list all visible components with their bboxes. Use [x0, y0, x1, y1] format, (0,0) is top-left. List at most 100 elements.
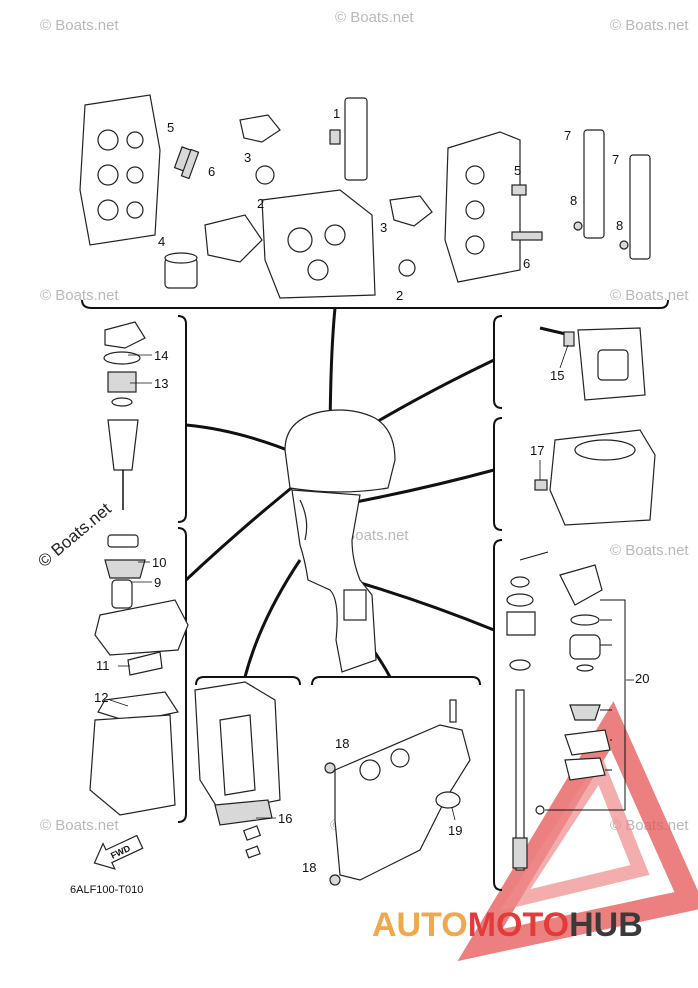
callout-5: 5 [514, 163, 521, 178]
callout-7: 7 [612, 152, 619, 167]
callout-4: 4 [158, 234, 165, 249]
bracket-bottom-mid [311, 676, 481, 686]
sensor-1 [329, 129, 341, 145]
callout-8: 8 [570, 193, 577, 208]
callout-14: 14 [154, 348, 168, 363]
callout-15: 15 [550, 368, 564, 383]
callout-16: 16 [278, 811, 292, 826]
watermark-large: © Boats.net [34, 499, 115, 571]
callout-18: 18 [302, 860, 316, 875]
outboard-motor [284, 409, 396, 673]
brand-logo: AUTOMOTOHUB [372, 701, 698, 962]
drain-plug-18-bottom [329, 874, 341, 886]
gasket-10 [104, 559, 146, 579]
impeller-housing-insert [569, 634, 601, 660]
callout-12: 12 [94, 690, 108, 705]
callout-1: 1 [333, 106, 340, 121]
thermostat-cover-right [389, 195, 433, 227]
engine-top-group [79, 94, 651, 299]
callout-3: 3 [244, 150, 251, 165]
gasket-15 [563, 331, 575, 347]
outboard-midsection [291, 489, 377, 673]
outer-plate [564, 729, 611, 756]
bracket-left-upper [177, 315, 187, 523]
exhaust-cover-group [539, 326, 646, 401]
outboard-clamp [299, 499, 308, 541]
thermostat-left [255, 165, 275, 185]
thermostat-right [398, 259, 416, 277]
o-ring-14 [103, 351, 141, 365]
fuel-filter-group [103, 321, 146, 510]
spark-plug-right-6 [511, 231, 543, 241]
float-9 [111, 579, 133, 609]
callout-19: 19 [448, 823, 462, 838]
bracket-right-bottom [493, 539, 503, 891]
callout-9: 9 [154, 575, 161, 590]
thermostat-cover-left [239, 114, 281, 143]
bracket-part-20 [612, 599, 626, 811]
bearing-housing [506, 611, 536, 636]
upper-casing-group [194, 681, 281, 859]
callout-8: 8 [616, 218, 623, 233]
callout-labels: 1 2 2 3 3 4 5 5 6 6 7 7 8 8 9 10 11 12 1… [94, 106, 649, 875]
water-pump-housing [559, 564, 603, 606]
callout-13: 13 [154, 376, 168, 391]
logo-triangle-outer [457, 701, 698, 962]
vapor-separator-top [94, 599, 189, 656]
callout-20: 20 [635, 671, 649, 686]
callout-leaders [109, 344, 634, 821]
drain-plug-18-top [324, 762, 336, 774]
callout-10: 10 [152, 555, 166, 570]
pump-gasket [564, 757, 606, 781]
drive-shaft-spline [512, 837, 528, 869]
power-unit-group [534, 429, 656, 526]
group-brackets [81, 299, 669, 891]
vapor-separator-body [89, 714, 176, 816]
bracket-left-lower [177, 527, 187, 823]
fuel-filter-bowl [107, 419, 139, 471]
gasket-strip-1 [344, 97, 368, 181]
engine-block [261, 189, 376, 299]
outboard-lowercase-window [343, 589, 367, 621]
bolt-8b [619, 240, 629, 250]
fuel-filter-cap [104, 321, 146, 349]
watermark: © Boats.net [40, 17, 119, 34]
vapor-separator-group: FWD [89, 534, 189, 870]
callout-5: 5 [167, 120, 174, 135]
exhaust-strip-7b [629, 154, 651, 260]
impeller [569, 704, 601, 721]
fwd-arrow: FWD [93, 834, 144, 870]
logo-triangle-inner [499, 754, 650, 911]
anode-17 [534, 479, 548, 491]
spark-plug-right-5 [511, 184, 527, 196]
watermark: © Boats.net [610, 17, 689, 34]
watermark: © Boats.net [610, 287, 689, 304]
exhaust-strip-7a [583, 129, 605, 239]
bracket-top [81, 299, 669, 309]
callout-11: 11 [96, 658, 110, 673]
callout-7: 7 [564, 128, 571, 143]
cylinder-head-left [79, 94, 161, 246]
watermark: © Boats.net [40, 287, 119, 304]
callout-17: 17 [530, 443, 544, 458]
callout-18: 18 [335, 736, 349, 751]
bracket-right-mid [493, 417, 503, 531]
clip-11 [127, 651, 163, 676]
watermark: © Boats.net [40, 817, 119, 834]
bracket-bottom-left [195, 676, 301, 686]
lower-unit-bolt [449, 699, 457, 723]
callout-3: 3 [380, 220, 387, 235]
bolt-8a [573, 221, 583, 231]
watermark: © Boats.net [335, 9, 414, 26]
bracket-right-top [493, 315, 503, 409]
drawing-code: 6ALF100-T010 [70, 884, 143, 896]
lower-unit-group [324, 699, 471, 886]
callout-6: 6 [208, 164, 215, 179]
drive-shaft [515, 689, 525, 871]
cap-10 [107, 534, 139, 548]
bracket-16 [214, 799, 273, 826]
callout-2: 2 [257, 196, 264, 211]
brand-text-auto: AUTOMOTOHUB [372, 906, 643, 944]
oil-pump [204, 214, 263, 263]
